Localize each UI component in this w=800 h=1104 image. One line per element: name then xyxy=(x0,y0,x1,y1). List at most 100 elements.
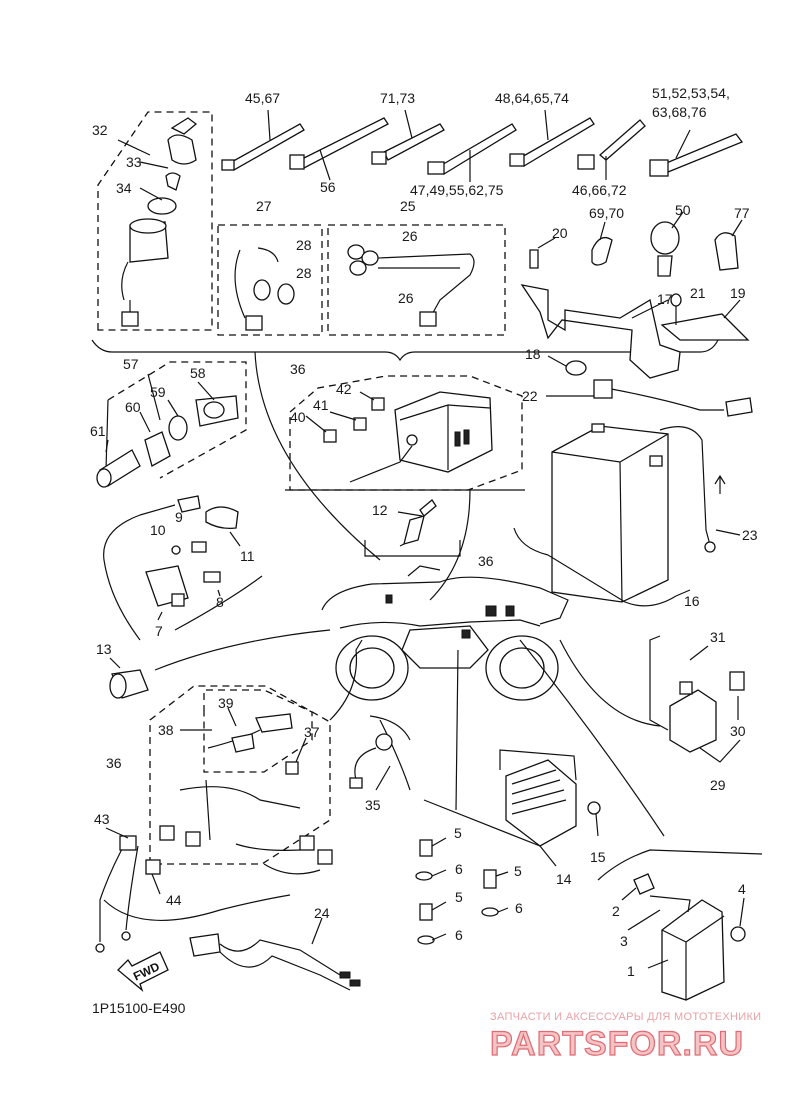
callout-36-mid: 36 xyxy=(478,553,494,569)
callout-40: 40 xyxy=(290,409,306,425)
cable-tie-48 xyxy=(509,109,595,167)
callout-71: 71,73 xyxy=(380,90,415,106)
callout-19: 19 xyxy=(730,285,746,301)
callout-43: 43 xyxy=(94,811,110,827)
cable-tie-45 xyxy=(221,109,305,171)
auxiliary-plug-group xyxy=(96,361,247,488)
callout-38: 38 xyxy=(158,722,174,738)
callout-37: 37 xyxy=(304,724,320,740)
callout-57: 57 xyxy=(123,356,139,372)
callout-labels: 32 33 34 45,67 56 71,73 47,49,55,62,75 4… xyxy=(90,85,758,979)
callout-34: 34 xyxy=(116,180,132,196)
callout-24: 24 xyxy=(314,905,330,921)
callout-29: 29 xyxy=(710,777,726,793)
cdi-unit-group xyxy=(519,639,763,1001)
main-switch-drawing xyxy=(121,117,198,327)
callout-45: 45,67 xyxy=(245,90,280,106)
cable-tie-47 xyxy=(427,123,517,182)
callout-4: 4 xyxy=(738,881,746,897)
callout-69: 69,70 xyxy=(589,205,624,221)
callout-63: 63,68,76 xyxy=(652,104,707,120)
ignition-coil-group xyxy=(103,495,263,641)
callout-8: 8 xyxy=(216,594,224,610)
lead-24-drawing xyxy=(189,917,361,991)
callout-36-top: 36 xyxy=(290,361,306,377)
callout-5a: 5 xyxy=(454,825,462,841)
callout-26b: 26 xyxy=(398,290,414,306)
callout-12: 12 xyxy=(372,502,388,518)
callout-22: 22 xyxy=(522,388,538,404)
callout-6a: 6 xyxy=(455,861,463,877)
callout-50: 50 xyxy=(675,202,691,218)
lead-wire-drawing xyxy=(234,247,295,331)
callout-9: 9 xyxy=(175,509,183,525)
callout-17: 17 xyxy=(657,291,673,307)
callout-47: 47,49,55,62,75 xyxy=(410,182,504,198)
callout-41: 41 xyxy=(313,397,329,413)
battery-group xyxy=(513,379,753,607)
spark-plug-group xyxy=(364,499,461,557)
callout-42: 42 xyxy=(336,381,352,397)
callout-16: 16 xyxy=(684,593,700,609)
lead-assembly-drawing xyxy=(347,244,475,327)
callout-18: 18 xyxy=(525,346,541,362)
callout-61: 61 xyxy=(90,423,106,439)
fwd-arrow: FWD xyxy=(117,951,169,992)
battery-bracket-drawing xyxy=(520,284,750,379)
callout-6c: 6 xyxy=(455,927,463,943)
callout-27: 27 xyxy=(256,198,272,214)
callout-10: 10 xyxy=(150,522,166,538)
watermark-brand: PARTSFOR.RU xyxy=(490,1025,744,1063)
starter-relay-group xyxy=(559,635,745,763)
callout-13: 13 xyxy=(96,641,112,657)
sensor-13-drawing xyxy=(109,629,331,699)
fuse-box-group xyxy=(254,351,525,601)
cable-tie-71 xyxy=(371,109,445,165)
callout-32: 32 xyxy=(92,122,108,138)
callout-31: 31 xyxy=(710,629,726,645)
cable-tie-46 xyxy=(577,119,646,180)
callout-58: 58 xyxy=(190,365,206,381)
clamps-group xyxy=(529,211,743,277)
callout-2: 2 xyxy=(612,903,620,919)
switch-35-drawing xyxy=(349,715,411,791)
callout-3: 3 xyxy=(620,933,628,949)
callout-44: 44 xyxy=(166,892,182,908)
callout-60: 60 xyxy=(125,399,141,415)
callout-5b: 5 xyxy=(514,863,522,879)
callout-25: 25 xyxy=(400,198,416,214)
atv-body-drawing xyxy=(321,565,569,701)
top-parts-group xyxy=(91,109,750,379)
callout-21: 21 xyxy=(690,285,706,301)
callout-7: 7 xyxy=(155,623,163,639)
callout-26a: 26 xyxy=(402,228,418,244)
callout-35: 35 xyxy=(365,797,381,813)
watermark: ЗАПЧАСТИ И АКСЕССУАРЫ ДЛЯ МОТОТЕХНИКИ PA… xyxy=(489,1011,761,1064)
callout-28b: 28 xyxy=(296,265,312,281)
callout-59: 59 xyxy=(150,384,166,400)
callout-11: 11 xyxy=(240,548,255,564)
rectifier-regulator-group xyxy=(423,649,601,867)
callout-46: 46,66,72 xyxy=(572,182,627,198)
callout-36-low: 36 xyxy=(106,755,122,771)
watermark-tagline: ЗАПЧАСТИ И АКСЕССУАРЫ ДЛЯ МОТОТЕХНИКИ xyxy=(490,1011,761,1023)
callout-1: 1 xyxy=(627,963,635,979)
bolts-and-washers xyxy=(415,837,509,945)
diagram-code: 1P15100-E490 xyxy=(92,1000,186,1016)
callout-77: 77 xyxy=(734,205,750,221)
callout-51: 51,52,53,54, xyxy=(652,85,730,101)
wire-harness-group xyxy=(95,639,363,953)
callout-33: 33 xyxy=(126,154,142,170)
callout-56: 56 xyxy=(320,179,336,195)
callout-14: 14 xyxy=(556,871,572,887)
callout-23: 23 xyxy=(742,527,758,543)
callout-15: 15 xyxy=(590,849,606,865)
callout-6b: 6 xyxy=(515,900,523,916)
callout-28a: 28 xyxy=(296,237,312,253)
callout-20: 20 xyxy=(552,225,568,241)
callout-5c: 5 xyxy=(455,889,463,905)
callout-30: 30 xyxy=(730,723,746,739)
callout-39: 39 xyxy=(218,695,234,711)
callout-48: 48,64,65,74 xyxy=(495,90,569,106)
